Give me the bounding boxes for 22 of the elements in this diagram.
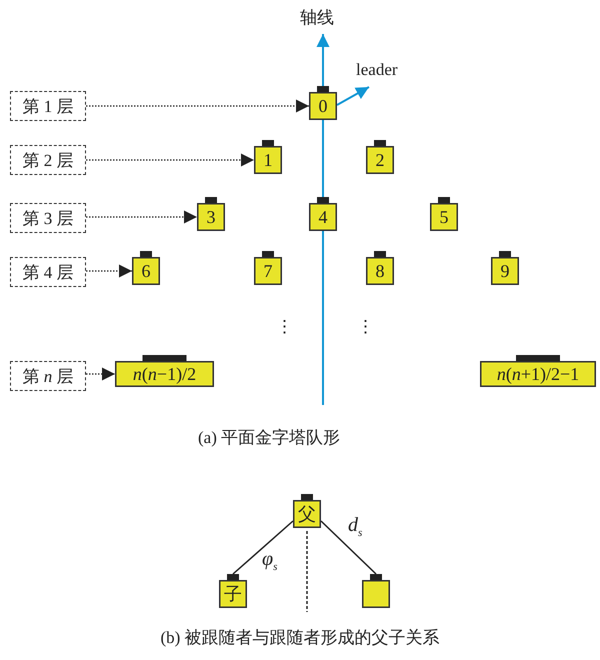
layer-label-box: 第 1 层 (10, 91, 86, 121)
edge-label: d$_{s}$ (348, 514, 362, 539)
figure-caption: (b) 被跟随者与跟随者形成的父子关系 (159, 627, 441, 649)
arrow (86, 210, 197, 224)
link-line (320, 520, 377, 575)
arrow (86, 100, 309, 112)
angle-label: φ$_{s}$ (262, 548, 278, 573)
robot-box (362, 574, 390, 608)
edge-label: leader (356, 60, 398, 80)
layer-label-box: 第 4 层 (10, 257, 86, 287)
heading-arrow (336, 86, 370, 106)
arrow (86, 368, 115, 380)
link-line (232, 520, 294, 575)
figure-caption: (a) 平面金字塔队形 (198, 427, 340, 449)
ellipsis: ⋮ (357, 316, 374, 337)
layer-label-box: 第 3 层 (10, 203, 86, 233)
arrow (86, 154, 254, 166)
axis-label: 轴线 (300, 7, 334, 29)
layer-label-box: 第 n 层 (10, 361, 86, 391)
layer-label-box: 第 2 层 (10, 145, 86, 175)
ellipsis: ⋮ (276, 316, 293, 337)
arrow (86, 264, 132, 278)
